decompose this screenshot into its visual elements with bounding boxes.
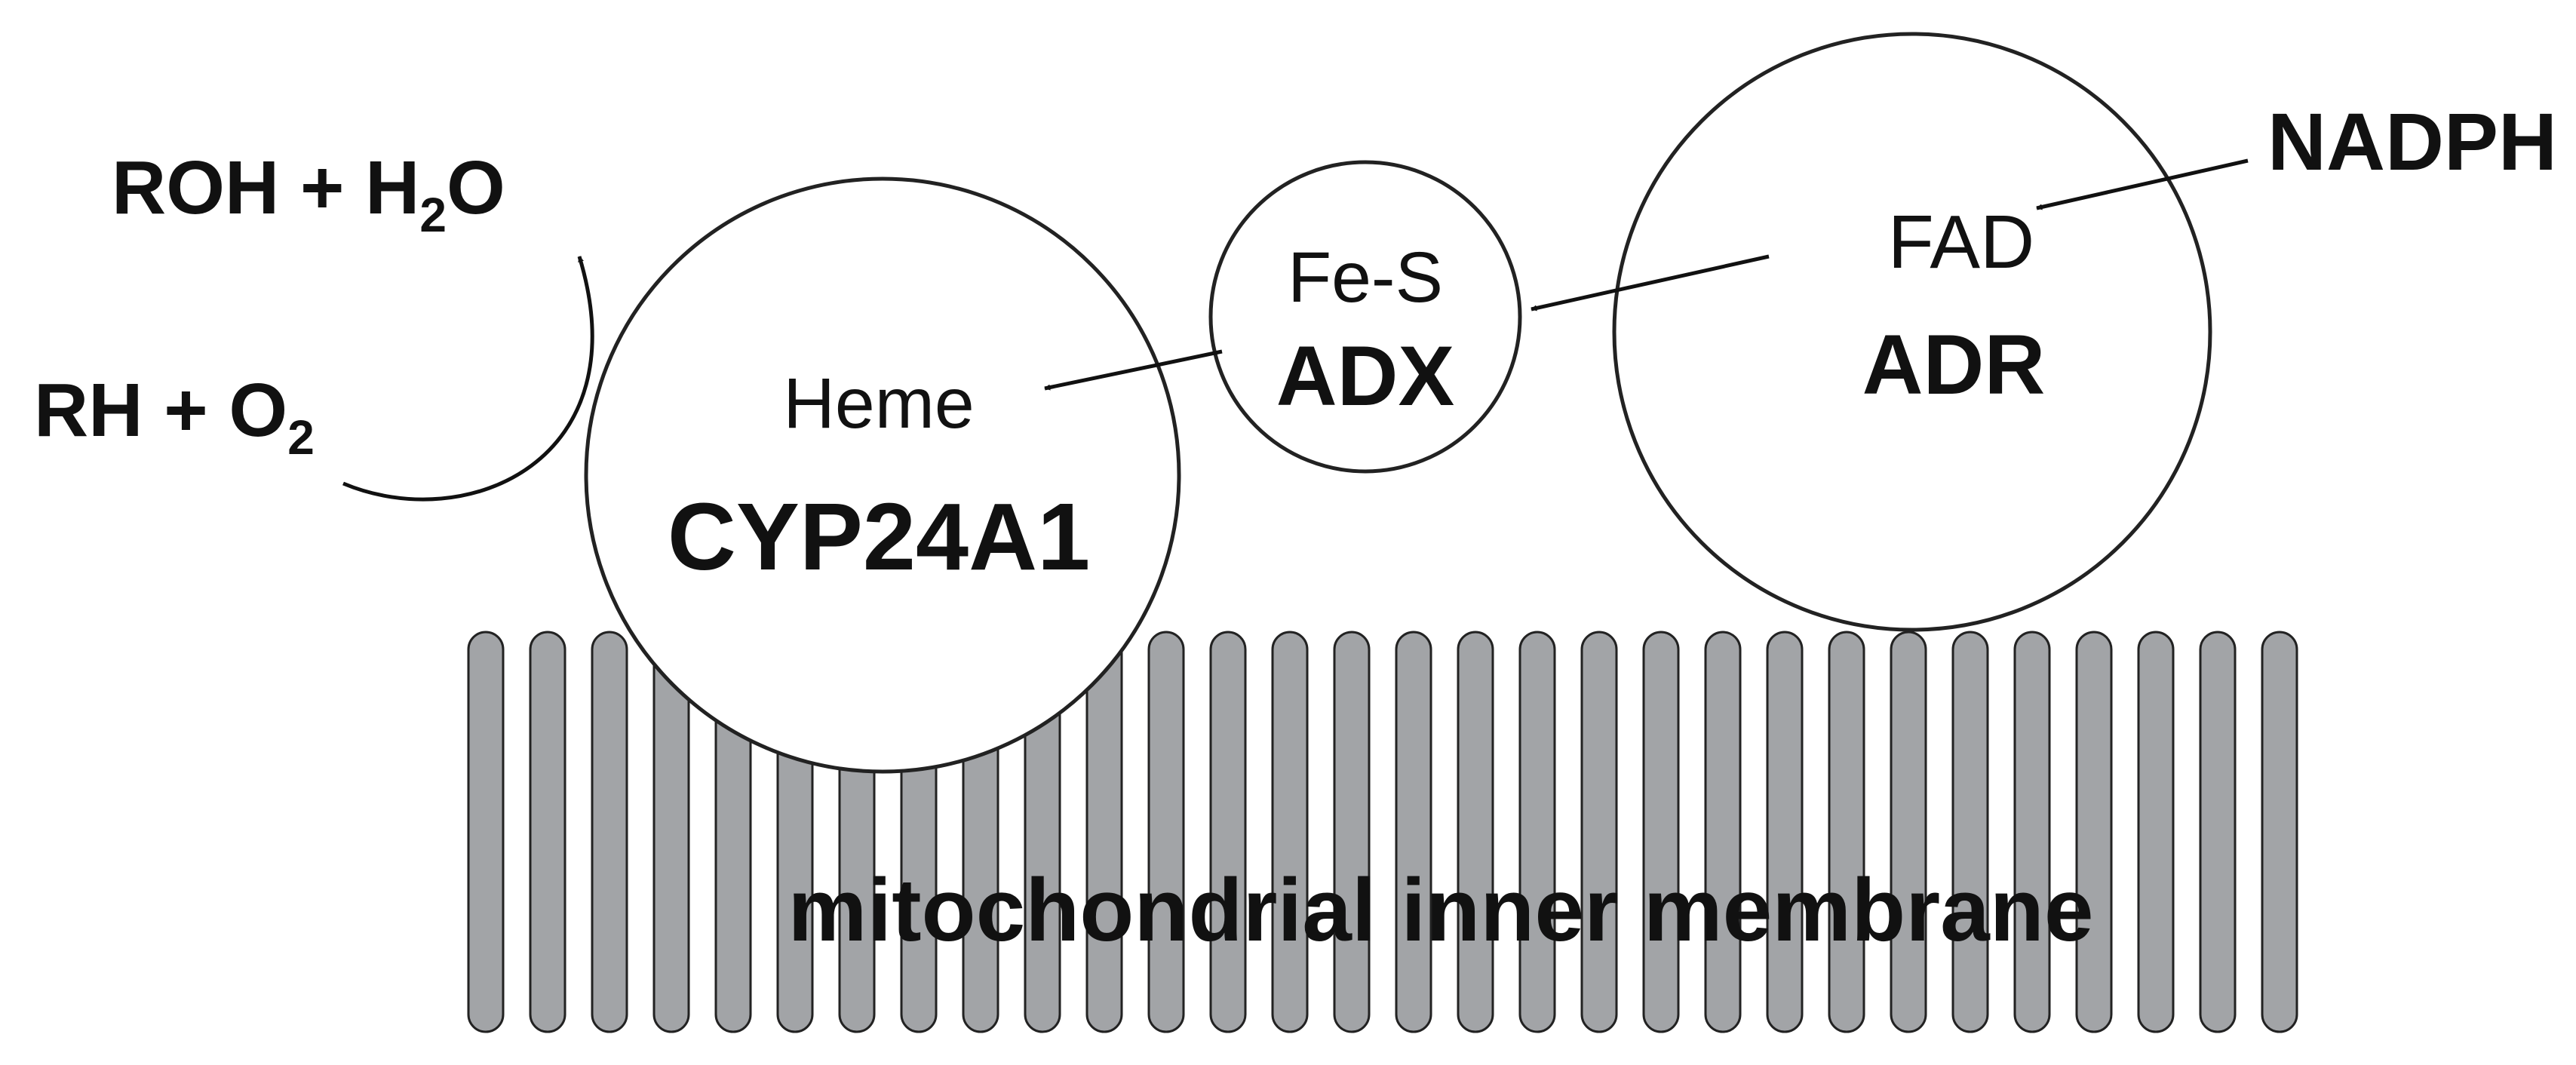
nadph-label: NADPH: [2267, 96, 2557, 187]
lipid-bar: [467, 631, 505, 1033]
products-main: ROH + H: [112, 146, 419, 230]
reaction-curved-arrow: [342, 256, 594, 502]
lipid-bar: [2261, 631, 2298, 1033]
lipid-bar: [1333, 631, 1371, 1033]
lipid-bar: [1642, 631, 1680, 1033]
adr-name-label: ADR: [1862, 318, 2046, 412]
lipid-bar: [2075, 631, 2113, 1033]
substrates-subscript: 2: [287, 410, 315, 465]
arrow-fes-to-heme: [1044, 349, 1223, 391]
lipid-bar: [2013, 631, 2051, 1033]
lipid-bar: [1209, 631, 1247, 1033]
lipid-bar: [1580, 631, 1618, 1033]
adx-circle: [1208, 160, 1522, 474]
cyp24a1-circle: [584, 176, 1181, 774]
adx-name-label: ADX: [1276, 329, 1454, 423]
adr-cofactor-label: FAD: [1888, 200, 2034, 284]
lipid-bar: [1457, 631, 1494, 1033]
arrow-nadph-to-fad: [2036, 158, 2249, 210]
substrates-main: RH + O: [34, 368, 287, 453]
lipid-bar: [1828, 631, 1865, 1033]
lipid-bar: [529, 631, 566, 1033]
lipid-bar: [1951, 631, 1989, 1033]
substrates-label: RH + O2: [34, 368, 315, 465]
lipid-bar: [1147, 631, 1185, 1033]
adx-cofactor-label: Fe-S: [1288, 238, 1443, 318]
lipid-bar: [2199, 631, 2237, 1033]
products-subscript: 2: [419, 188, 447, 242]
lipid-bar: [1704, 631, 1742, 1033]
lipid-bar: [1766, 631, 1804, 1033]
membrane-label: mitochondrial inner membrane: [788, 861, 2094, 960]
lipid-bar: [2137, 631, 2175, 1033]
cyp-name-label: CYP24A1: [668, 483, 1090, 590]
lipid-bar: [591, 631, 628, 1033]
arrow-fad-to-fes: [1531, 254, 1770, 312]
lipid-bar: [1518, 631, 1556, 1033]
lipid-bar: [1271, 631, 1309, 1033]
adr-circle: [1612, 32, 2212, 632]
cyp-cofactor-label: Heme: [783, 364, 974, 443]
products-label: ROH + H2O: [112, 146, 505, 242]
lipid-bar: [1085, 631, 1123, 1033]
lipid-bar: [1890, 631, 1927, 1033]
products-end: O: [447, 146, 505, 230]
lipid-bar: [1395, 631, 1432, 1033]
